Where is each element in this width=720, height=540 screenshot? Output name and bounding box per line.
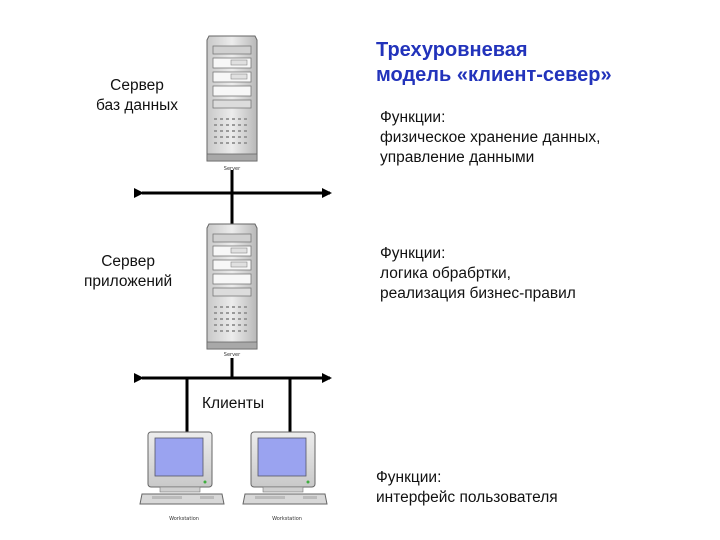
app-functions-line-2: реализация бизнес-правил: [380, 285, 576, 302]
title-line-1: Трехуровневая: [376, 39, 528, 61]
db-server-label-line-1: Сервер: [110, 77, 164, 94]
db-functions: Функции: физическое хранение данных, упр…: [380, 108, 600, 168]
client-functions-heading: Функции:: [376, 469, 442, 486]
db-server-label: Сервер баз данных: [96, 76, 178, 116]
app-server-tower-icon: [206, 223, 258, 350]
client-functions: Функции: интерфейс пользователя: [376, 468, 558, 508]
db-functions-heading: Функции:: [380, 109, 446, 126]
title-line-2: модель «клиент-север»: [376, 64, 612, 86]
app-server-label-line-2: приложений: [84, 273, 173, 290]
diagram-title: Трехуровневая модель «клиент-север»: [376, 38, 612, 88]
workstation-2-icon: [242, 431, 328, 505]
clients-label: Клиенты: [202, 395, 265, 412]
db-functions-line-1: физическое хранение данных,: [380, 129, 601, 146]
app-server-label: Сервер приложений: [84, 252, 172, 292]
workstation-2-caption: Workstation: [272, 516, 302, 522]
client-functions-line-1: интерфейс пользователя: [376, 489, 558, 506]
workstation-1-icon: [139, 431, 225, 505]
db-server-label-line-2: баз данных: [96, 97, 179, 114]
db-functions-line-2: управление данными: [380, 149, 535, 166]
db-server-tower-icon: [206, 35, 258, 162]
app-functions-heading: Функции:: [380, 245, 446, 262]
app-server-caption: Server: [224, 352, 241, 358]
db-server-caption: Server: [224, 166, 241, 172]
workstation-1-caption: Workstation: [169, 516, 199, 522]
app-server-label-line-1: Сервер: [101, 253, 155, 270]
app-functions-line-1: логика обрабртки,: [380, 265, 511, 282]
app-functions: Функции: логика обрабртки, реализация би…: [380, 244, 576, 304]
